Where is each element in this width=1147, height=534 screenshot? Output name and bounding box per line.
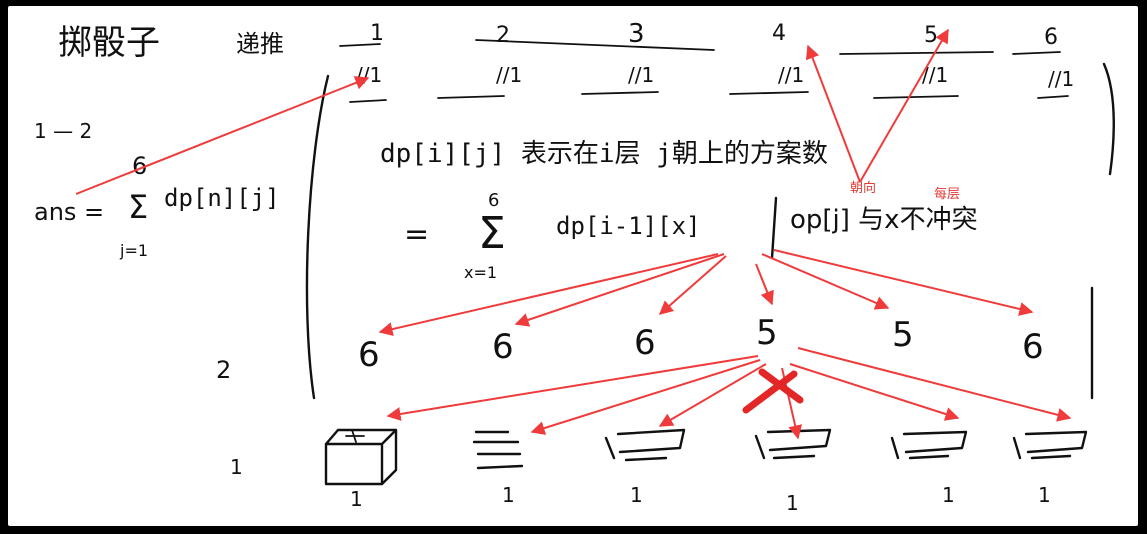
top-mark: //1 bbox=[496, 63, 522, 87]
per-layer-label: 每层 bbox=[934, 186, 960, 202]
recurrence-upper-bound: 6 bbox=[488, 190, 499, 211]
arrow-to-level2 bbox=[761, 253, 890, 310]
annotation-arrows bbox=[75, 28, 949, 195]
level1-dice bbox=[324, 428, 1088, 486]
arrow-to-level2 bbox=[755, 263, 774, 306]
recurrence-condition: op[j] 与x不冲突 bbox=[790, 205, 978, 235]
arrow-to-level1 bbox=[658, 363, 767, 427]
top-number: 5 bbox=[924, 23, 938, 48]
top-row: 1 2 3 4 5 6 //1 //1 //1 //1 //1 //1 bbox=[339, 19, 1074, 103]
recurrence-sum-symbol: Σ bbox=[478, 208, 506, 259]
die-icon bbox=[890, 430, 968, 460]
arrow-to-level2 bbox=[514, 253, 725, 327]
recurrence-equals: = bbox=[404, 217, 429, 252]
definition: dp[i][j] 表示在i层 j朝上的方案数 bbox=[380, 139, 828, 169]
arrow-ans-to-top bbox=[75, 76, 370, 195]
title: 掷骰子 bbox=[58, 23, 160, 63]
level2-value: 5 bbox=[756, 313, 778, 353]
top-row-lower-underline bbox=[349, 91, 1069, 103]
ans-term: dp[n][j] bbox=[164, 184, 280, 212]
level2-label: 2 bbox=[216, 356, 231, 384]
arrow-facing-to-five bbox=[859, 28, 949, 183]
die-icon bbox=[754, 428, 832, 460]
level2-value: 6 bbox=[634, 323, 656, 363]
whiteboard: 掷骰子 递推 1 2 3 4 5 6 //1 //1 //1 //1 //1 /… bbox=[8, 6, 1138, 526]
recurrence-term: dp[i-1][x] bbox=[556, 212, 701, 240]
top-number: 6 bbox=[1044, 25, 1058, 50]
arrow-to-level1 bbox=[789, 363, 960, 421]
level2-value: 6 bbox=[492, 327, 514, 367]
die-icon bbox=[472, 430, 524, 470]
top-number: 2 bbox=[496, 23, 510, 48]
recurrence-arrows bbox=[378, 249, 1034, 336]
top-mark: //1 bbox=[778, 63, 804, 87]
condition-divider bbox=[770, 196, 778, 260]
level1-values: 1 1 1 1 1 1 bbox=[350, 483, 1051, 515]
top-row-underline bbox=[339, 39, 1061, 55]
left-bracket bbox=[305, 74, 330, 400]
recurrence-lower-bound: x=1 bbox=[464, 263, 497, 282]
subtitle: 递推 bbox=[236, 30, 284, 58]
level2-values: 6 6 6 5 5 6 bbox=[358, 313, 1044, 375]
top-mark: //1 bbox=[356, 63, 382, 87]
top-mark: //1 bbox=[628, 63, 654, 87]
left-note: 1 — 2 bbox=[34, 119, 92, 143]
level1-value: 1 bbox=[630, 483, 643, 507]
arrow-to-level2 bbox=[773, 249, 1034, 316]
arrow-to-level2 bbox=[378, 253, 719, 336]
level2-value: 5 bbox=[892, 315, 914, 355]
level1-value: 1 bbox=[786, 491, 799, 515]
die-pip-icon bbox=[345, 429, 365, 443]
level2-value: 6 bbox=[358, 335, 380, 375]
arrow-to-level1 bbox=[386, 355, 759, 421]
die-icon bbox=[324, 428, 398, 486]
level1-value: 1 bbox=[502, 483, 515, 507]
ans-upper-bound: 6 bbox=[132, 152, 147, 180]
arrow-facing-to-top bbox=[805, 44, 861, 183]
arrow-to-level2 bbox=[658, 255, 727, 315]
arrow-to-level1 bbox=[530, 359, 761, 435]
level1-value: 1 bbox=[1038, 483, 1051, 507]
right-bracket-top bbox=[1102, 62, 1115, 176]
level1-value: 1 bbox=[942, 483, 955, 507]
level1-arrows bbox=[386, 347, 1072, 440]
whiteboard-canvas: 掷骰子 递推 1 2 3 4 5 6 //1 //1 //1 //1 //1 /… bbox=[34, 19, 1115, 515]
facing-label: 朝向 bbox=[850, 180, 876, 196]
ans-prefix: ans = bbox=[34, 198, 104, 226]
top-number: 1 bbox=[370, 21, 384, 46]
die-icon bbox=[604, 428, 686, 462]
level1-label: 1 bbox=[230, 455, 243, 479]
top-mark: //1 bbox=[1048, 67, 1074, 91]
top-number: 3 bbox=[628, 19, 645, 49]
ans-lower-bound: j=1 bbox=[119, 241, 148, 260]
ans-formula: ans = Σ 6 j=1 dp[n][j] bbox=[34, 152, 280, 260]
arrow-to-level1 bbox=[797, 347, 1072, 422]
conflict-cross-icon bbox=[742, 368, 804, 414]
level2-value: 6 bbox=[1022, 327, 1044, 367]
level1-value: 1 bbox=[350, 487, 363, 511]
die-icon bbox=[1012, 430, 1088, 460]
top-number: 4 bbox=[772, 21, 786, 46]
ans-sum-symbol: Σ bbox=[128, 188, 148, 226]
recurrence-formula: = Σ 6 x=1 dp[i-1][x] op[j] 与x不冲突 bbox=[404, 190, 978, 282]
